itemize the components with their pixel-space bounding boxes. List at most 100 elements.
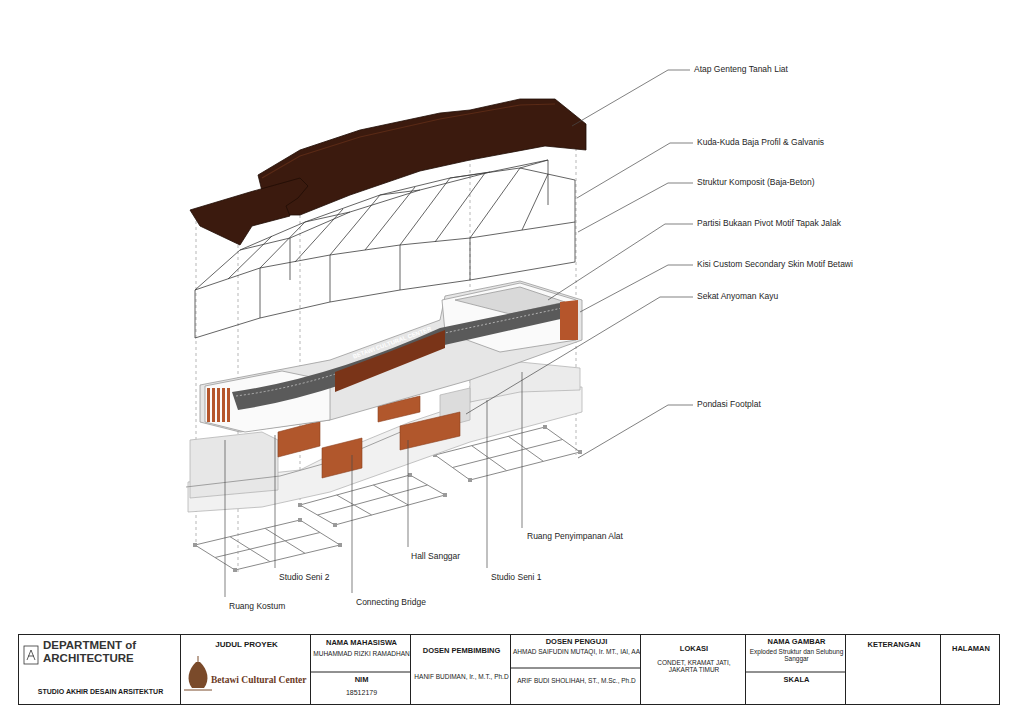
cell-heading: NAMA MAHASISWA: [313, 639, 410, 648]
steel-truss: [240, 238, 290, 250]
steel-truss: [400, 178, 450, 245]
steel-truss: [290, 238, 291, 280]
leader-line: [578, 405, 693, 458]
leader-line: [225, 440, 226, 597]
clay-tile-roof: [258, 99, 586, 215]
steel-truss: [435, 173, 485, 242]
title-block-cell: HALAMAN: [940, 634, 1000, 705]
secondary-skin: [236, 308, 562, 396]
footplat-grid: [453, 440, 563, 468]
title-block-cell: DOSEN PEMBIMBINGHANIF BUDIMAN, Ir., M.T.…: [410, 634, 511, 705]
footplat-pad: [298, 518, 302, 522]
leader-line: [487, 400, 488, 568]
cell-heading: DEPARTMENT of ARCHITECTURE: [43, 639, 153, 665]
department-emblem: [24, 646, 38, 664]
footplat-pad: [193, 543, 197, 547]
leader-line: [578, 183, 693, 232]
steel-truss: [400, 245, 401, 290]
title-block-rule: [310, 672, 410, 673]
steel-truss: [260, 222, 305, 268]
cell-value: 18512179: [313, 689, 410, 697]
callout-label: Kuda-Kuda Baja Profil & Galvanis: [697, 137, 824, 147]
upper-floor: [200, 281, 582, 432]
leader-line: [466, 297, 693, 414]
steel-truss: [195, 250, 240, 290]
leader-line: [577, 143, 693, 198]
project-logo-icon: [184, 656, 212, 690]
steel-truss: [380, 190, 420, 195]
callout-label: Connecting Bridge: [356, 597, 426, 607]
title-block-cell: DOSEN PENGUJIAHMAD SAIFUDIN MUTAQI, Ir. …: [510, 634, 641, 705]
footplat-pad: [468, 478, 472, 482]
projection-line: [300, 185, 301, 505]
pivot-partition: [222, 388, 225, 422]
cell-heading: LOKASI: [643, 645, 745, 654]
pivot-partition: [227, 388, 230, 422]
cell-value: Betawi Cultural Center: [211, 675, 310, 686]
wood-partition: [322, 438, 362, 478]
steel-truss: [522, 174, 548, 230]
leader-line: [275, 435, 276, 568]
steel-truss: [330, 255, 331, 302]
title-block-cell: LOKASI CONDET, KRAMAT JATI, JAKARTA TIMUR: [640, 634, 746, 705]
leader-line: [225, 70, 693, 597]
footplat-grid: [195, 520, 340, 570]
cell-value: Exploded Struktur dan Selubung Sanggar: [748, 648, 845, 663]
steel-truss: [575, 180, 576, 222]
cell-value: CONDET, KRAMAT JATI, JAKARTA TIMUR: [643, 659, 745, 674]
callout-label: Ruang Kostum: [229, 601, 285, 611]
cell-value: MUHAMMAD RIZKI RAMADHAN: [313, 650, 410, 657]
steel-truss: [195, 160, 575, 338]
steel-truss: [575, 222, 576, 262]
department-emblem: [27, 650, 35, 660]
title-block-cell: KETERANGAN: [845, 634, 941, 705]
cell-value: SKALA: [748, 676, 845, 685]
callout-label: Pondasi Footplat: [697, 399, 761, 409]
footplat-pad: [578, 450, 582, 454]
pivot-partition: [212, 388, 215, 422]
project-logo-icon: [184, 690, 212, 691]
clay-tile-roof: [262, 104, 555, 178]
pivot-partition: [207, 388, 210, 422]
callout-label: Kisi Custom Secondary Skin Motif Betawi: [697, 259, 853, 269]
pivot-partition: [560, 300, 578, 340]
steel-truss: [470, 168, 520, 238]
title-block-cell: NAMA GAMBARExploded Struktur dan Selubun…: [745, 634, 846, 705]
cell-heading: HALAMAN: [943, 645, 999, 654]
callout-label: Studio Seni 2: [279, 572, 330, 582]
callout-label: Ruang Penyimpanan Alat: [527, 531, 623, 541]
cell-value: ARIF BUDI SHOLIHAH, ST., M.Sc., Ph.D: [513, 677, 640, 684]
ground-floor: [190, 432, 278, 498]
callout-label: Partisi Bukaan Pivot Motif Tapak Jalak: [697, 218, 841, 228]
steel-truss: [195, 222, 575, 290]
cell-value: AHMAD SAIFUDIN MUTAQI, Ir. MT., IAI, AA: [513, 648, 640, 655]
project-logo-icon: [198, 656, 199, 662]
leader-line: [522, 372, 523, 528]
footplat-pad: [233, 568, 237, 572]
cell-value: NIM: [313, 676, 410, 685]
callout-label: Sekat Anyoman Kayu: [697, 291, 778, 301]
title-block-cell: NAMA MAHASISWA MUHAMMAD RIZKI RAMADHAN NIM…: [310, 634, 411, 705]
steel-truss: [195, 262, 575, 338]
leader-line: [352, 455, 353, 593]
leader-line: [580, 265, 693, 312]
pivot-partition: [217, 388, 220, 422]
clay-tile-roof: [190, 178, 308, 245]
callout-label: Struktur Komposit (Baja-Beton): [697, 177, 815, 187]
project-logo-icon: [189, 662, 208, 688]
steel-truss: [295, 209, 343, 262]
steel-truss: [195, 290, 196, 338]
steel-truss: [470, 238, 471, 280]
footplat-pad: [298, 503, 302, 507]
footplat-pad: [543, 425, 547, 429]
title-block-rule: [510, 668, 640, 669]
callout-label: Atap Genteng Tanah Liat: [694, 64, 788, 74]
callout-label: Hall Sanggar: [411, 551, 460, 561]
secondary-skin: [232, 302, 565, 410]
footplat-pad: [408, 473, 412, 477]
footplat-grid: [215, 533, 320, 558]
title-block-cell: DEPARTMENT of ARCHITECTURESTUDIO AKHIR D…: [18, 634, 181, 705]
